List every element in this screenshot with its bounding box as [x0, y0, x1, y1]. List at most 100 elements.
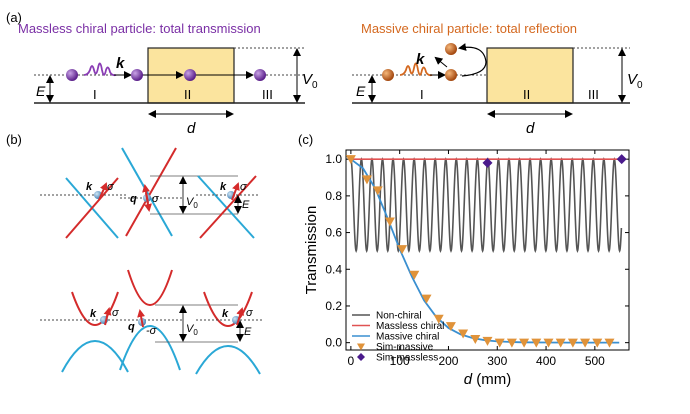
x-axis-label-unit: (mm)	[472, 371, 511, 388]
energy-label: E	[36, 83, 46, 99]
svg-text:q: q	[128, 321, 135, 333]
sim-massive-marker	[458, 329, 469, 339]
plot-frame	[345, 149, 630, 351]
y-tick-label: 0.2	[325, 299, 342, 313]
svg-text:E: E	[244, 326, 252, 338]
sim-massive-marker	[592, 338, 603, 348]
sim-massive-marker	[433, 314, 444, 324]
sim-massive-marker	[470, 334, 481, 344]
massive-dispersion-left: k σ	[40, 291, 129, 373]
region-II: II	[184, 87, 191, 102]
y-tick-label: 1.0	[325, 152, 342, 166]
v0-label: V0	[186, 196, 198, 210]
sim-massless-marker	[616, 154, 627, 165]
legend-marker	[357, 353, 365, 361]
legend-label: Massless chiral	[376, 321, 444, 332]
svg-text:σ: σ	[152, 193, 159, 205]
y-axis-label: Transmission	[303, 206, 320, 295]
sim-massive-marker	[384, 217, 395, 227]
svg-text:k: k	[222, 308, 229, 320]
sim-massive-marker	[361, 175, 372, 185]
sim-massive-marker	[397, 245, 408, 255]
sim-massive-marker	[445, 322, 456, 332]
sim-massive-marker	[494, 338, 505, 348]
legend-label: Sim-massless	[376, 353, 438, 364]
particle	[382, 69, 394, 81]
massless-dispersion-right: E k σ	[196, 175, 260, 239]
x-tick-label: 100	[390, 354, 410, 368]
y-tick-label: 0.6	[325, 226, 342, 240]
x-tick-label: 200	[438, 354, 458, 368]
massless-dispersion-middle: V0 q σ	[120, 147, 238, 237]
width-label: d	[526, 120, 535, 137]
sim-massless-marker	[482, 157, 493, 168]
sim-massive-marker	[567, 338, 578, 348]
y-tick-label: 0.8	[325, 189, 342, 203]
y-tick-label: 0.4	[325, 262, 342, 276]
v0-label: V0	[627, 71, 643, 91]
x-tick-label: 500	[585, 354, 605, 368]
legend-label: Non-chiral	[376, 311, 422, 322]
energy-label: E	[356, 83, 366, 99]
sim-massive-marker	[482, 336, 493, 346]
legend-label: Massive chiral	[376, 332, 439, 343]
particle	[184, 69, 196, 81]
massive-schematic: E V0 k I II III d	[352, 43, 643, 137]
svg-text:E: E	[242, 199, 250, 211]
particle	[254, 69, 266, 81]
y-tick-label: 0.0	[325, 336, 342, 350]
region-I: I	[93, 87, 97, 102]
sim-massive-marker	[506, 338, 517, 348]
particle	[445, 69, 457, 81]
particle	[131, 69, 143, 81]
sim-massive-marker	[519, 338, 530, 348]
sim-massive-marker	[543, 338, 554, 348]
width-label: d	[187, 120, 196, 137]
k-label: k	[416, 51, 425, 68]
sim-massive-marker	[604, 338, 615, 348]
v0-label: V0	[302, 71, 318, 91]
svg-text:-σ: -σ	[146, 325, 157, 337]
x-axis-label: d (mm)	[464, 371, 512, 388]
svg-text:k: k	[220, 181, 227, 193]
massless-title: Massless chiral particle: total transmis…	[18, 21, 261, 36]
svg-text:σ: σ	[112, 307, 119, 319]
region-I: I	[420, 87, 424, 102]
particle	[66, 69, 78, 81]
panel-c-label: (c)	[298, 132, 313, 147]
sim-massive-marker	[372, 186, 383, 196]
wave-packet	[399, 62, 433, 77]
sim-massive-marker	[531, 338, 542, 348]
legend-label: Sim-massive	[376, 342, 434, 353]
svg-text:σ: σ	[246, 307, 253, 319]
svg-text:k: k	[90, 308, 97, 320]
reflection-curve	[458, 43, 487, 77]
svg-text:k: k	[86, 181, 93, 193]
panel-a: (a) Massless chiral particle: total tran…	[6, 10, 643, 137]
sim-massive-marker	[345, 155, 356, 165]
svg-text:σ: σ	[240, 181, 247, 193]
x-axis-label-symbol: d	[464, 371, 473, 388]
massless-schematic: E V0 k I II III d	[34, 47, 318, 137]
sim-massive-marker	[580, 338, 591, 348]
particle	[445, 43, 457, 55]
region-III: III	[588, 87, 599, 102]
massless-dispersion-left: k σ	[40, 177, 128, 239]
sim-massive-marker	[409, 270, 420, 280]
sim-massive-marker	[555, 338, 566, 348]
x-tick-label: 400	[536, 354, 556, 368]
v0-label: V0	[186, 323, 198, 337]
x-tick-label: 300	[487, 354, 507, 368]
wave-packet	[83, 62, 117, 77]
svg-text:q: q	[130, 193, 137, 205]
k-label: k	[116, 55, 125, 72]
svg-text:σ: σ	[107, 181, 114, 193]
region-III: III	[262, 87, 273, 102]
massive-dispersion-right: E k σ	[195, 291, 262, 375]
series-non-chiral	[350, 157, 623, 254]
reflection-arrow	[434, 56, 448, 68]
massive-title: Massive chiral particle: total reflectio…	[361, 21, 577, 36]
